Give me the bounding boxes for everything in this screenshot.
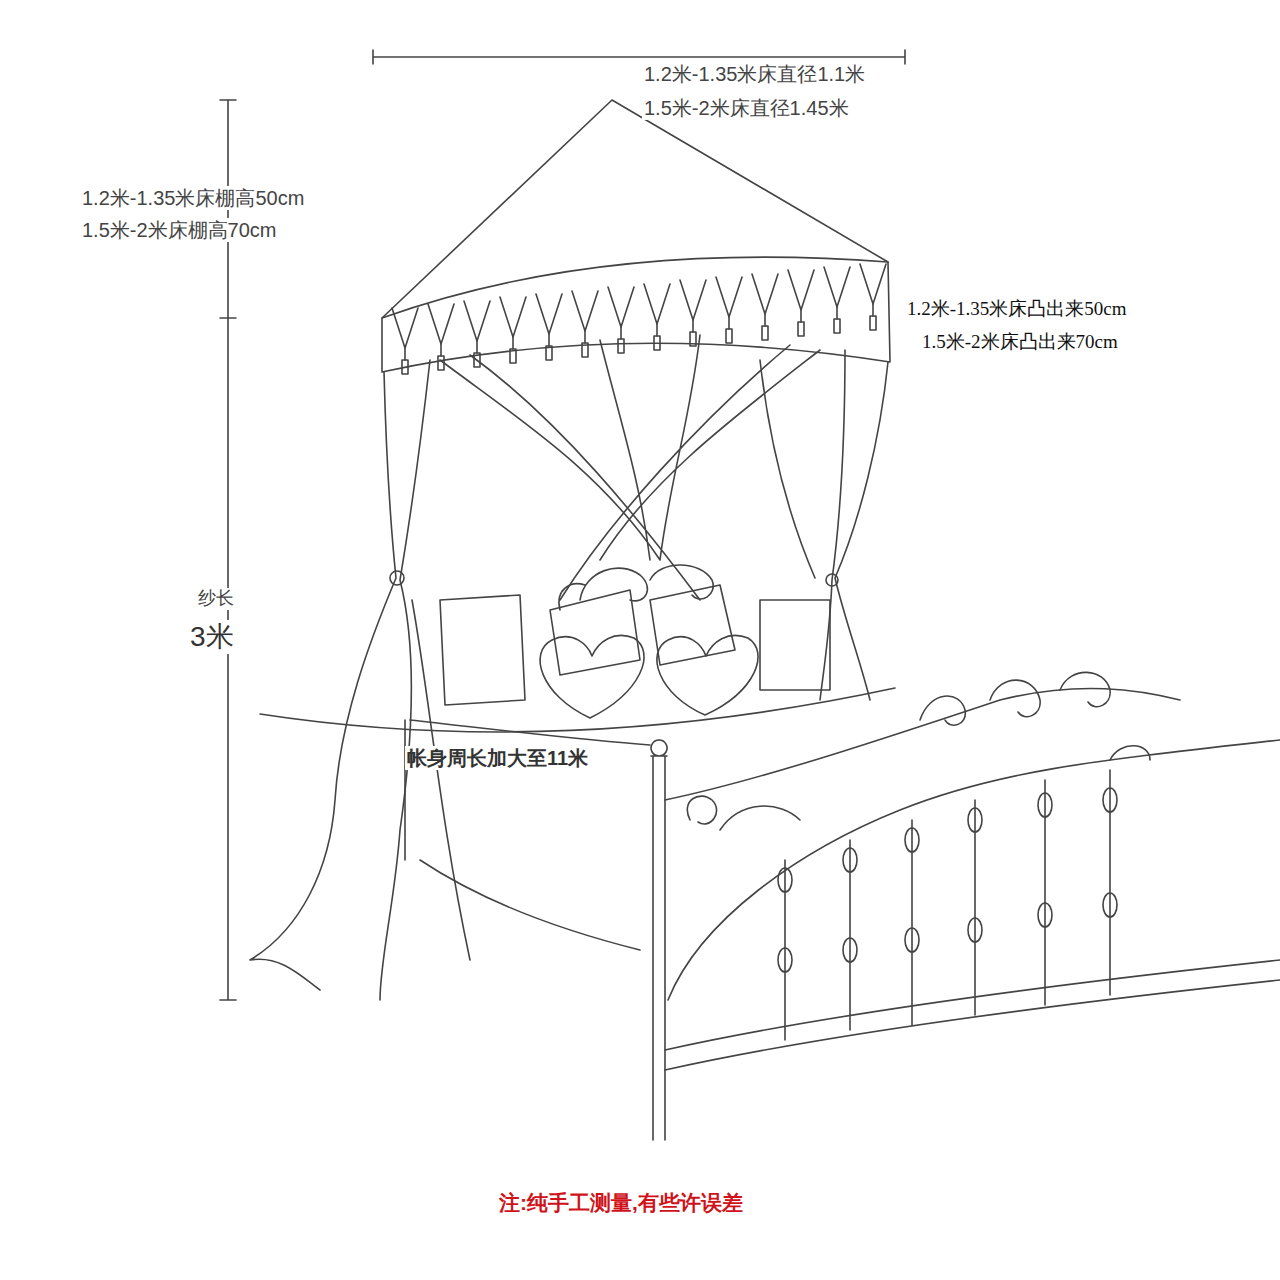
right-curtain <box>760 350 888 700</box>
crossing-drapes <box>440 335 820 600</box>
bar-ovals <box>778 788 1117 972</box>
left-curtain <box>250 360 470 1000</box>
tieback-right <box>826 574 838 586</box>
canopy-cone <box>382 100 888 318</box>
heart-pillows <box>540 635 758 718</box>
overhang-dimension: 1.5米-2米床凸出来70cm <box>920 331 1120 354</box>
footboard-bars <box>785 770 1110 1040</box>
bed-side <box>405 720 650 950</box>
headboard-scroll <box>559 565 713 610</box>
height-dimension: 1.2米-1.35米床棚高50cm <box>80 186 306 210</box>
measurement-note: 注:纯手工测量,有些许误差 <box>497 1190 745 1215</box>
perimeter-label: 帐身周长加大至11米 <box>405 746 590 770</box>
diameter-dimension: 1.2米-1.35米床直径1.1米 <box>642 62 867 86</box>
footboard-scrolls <box>687 672 1150 830</box>
overhang-dimension: 1.2米-1.35米床凸出来50cm <box>905 298 1129 321</box>
tieback-left <box>390 571 404 585</box>
tassel-ends <box>402 316 876 374</box>
length-value: 3米 <box>188 620 236 654</box>
pillows <box>440 585 830 705</box>
canopy-fringe <box>392 264 886 348</box>
fringe-tassels <box>405 304 873 360</box>
footboard-rails <box>665 688 1280 1070</box>
perimeter-curve <box>260 688 895 732</box>
height-dimension: 1.5米-2米床棚高70cm <box>80 218 279 242</box>
length-label: 纱长 <box>196 588 236 610</box>
diameter-dimension: 1.5米-2米床直径1.45米 <box>642 96 851 120</box>
